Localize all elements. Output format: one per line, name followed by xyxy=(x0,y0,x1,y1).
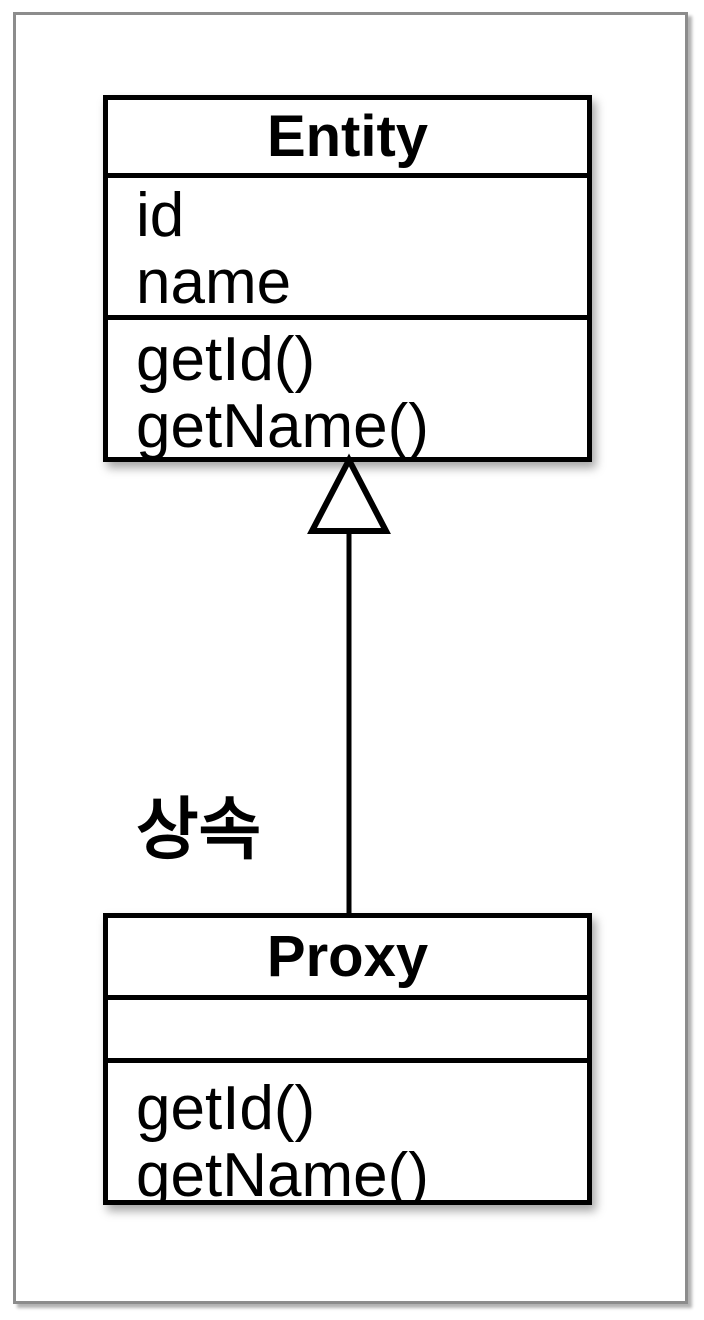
method-item: getName() xyxy=(136,1141,429,1200)
relationship-label: 상속 xyxy=(136,792,262,868)
class-name-label: Proxy xyxy=(266,924,429,989)
class-title-proxy: Proxy xyxy=(108,918,587,995)
methods-section-entity: getId() getName() xyxy=(108,315,587,457)
method-item: getId() xyxy=(136,1074,316,1143)
class-box-entity: Entity id name getId() getName() xyxy=(103,95,592,462)
attribute-item: id xyxy=(136,181,185,250)
class-box-proxy: Proxy getId() getName() xyxy=(103,913,592,1205)
class-name-label: Entity xyxy=(266,104,429,169)
method-item: getId() xyxy=(136,325,316,394)
class-title-entity: Entity xyxy=(108,100,587,173)
attributes-section-empty xyxy=(108,995,587,1058)
method-item: getName() xyxy=(136,392,429,457)
attribute-item: name xyxy=(136,248,292,315)
attributes-section-entity: id name xyxy=(108,173,587,315)
methods-section-proxy: getId() getName() xyxy=(108,1058,587,1200)
